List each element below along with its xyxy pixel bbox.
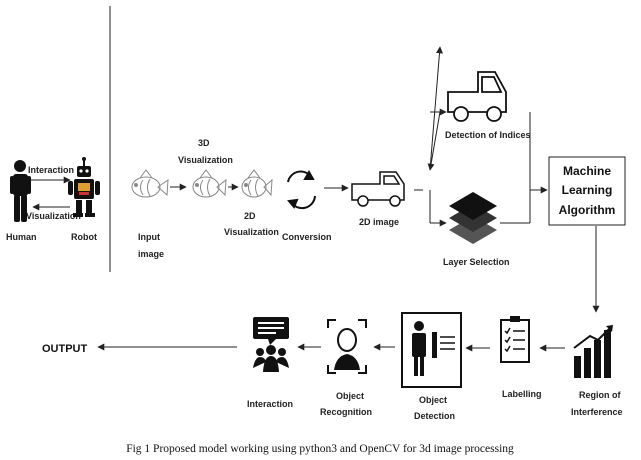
arrow-branch-up xyxy=(429,46,443,171)
object-recognition-label-1: Object xyxy=(336,391,364,401)
conversion-label: Conversion xyxy=(282,232,332,242)
machine-learning-box xyxy=(548,156,626,226)
input-image-fish-icon xyxy=(131,169,169,198)
interaction-bottom-label: Interaction xyxy=(247,399,293,409)
labelling-label: Labelling xyxy=(502,389,542,399)
object-detection-label-2: Detection xyxy=(414,411,455,421)
3d-viz-label-2: Visualization xyxy=(178,155,233,165)
layer-selection-icon xyxy=(449,192,497,244)
conversion-cycle-icon xyxy=(287,169,316,210)
object-detection-label-1: Object xyxy=(419,395,447,405)
detection-truck-icon xyxy=(447,71,507,122)
human-icon xyxy=(10,160,31,222)
object-recognition-icon xyxy=(327,319,367,374)
ml-label-1: Machine xyxy=(563,164,611,178)
ml-label-3: Algorithm xyxy=(559,203,616,217)
region-label-2: Interference xyxy=(571,407,623,417)
3d-visualization-fish-icon xyxy=(192,169,227,198)
object-recognition-label-2: Recognition xyxy=(320,407,372,417)
layer-selection-label: Layer Selection xyxy=(443,257,510,267)
arrow-branch-down xyxy=(427,111,441,171)
input-image-label-2: image xyxy=(138,249,164,259)
interaction-label: Interaction xyxy=(28,165,74,175)
input-image-label-1: Input xyxy=(138,232,160,242)
region-of-interference-icon xyxy=(573,325,613,378)
visualization-label: Visualization xyxy=(26,211,81,221)
robot-icon xyxy=(68,157,100,217)
human-label: Human xyxy=(6,232,37,242)
region-label-1: Region of xyxy=(579,390,621,400)
object-detection-icon xyxy=(401,312,462,388)
figure-caption: Fig 1 Proposed model working using pytho… xyxy=(126,443,514,455)
2d-image-truck-icon xyxy=(351,171,405,207)
2d-visualization-fish-icon xyxy=(241,169,273,198)
2d-viz-label-1: 2D xyxy=(244,211,256,221)
labelling-clipboard-icon xyxy=(500,316,530,363)
detection-of-indices-label: Detection of Indices xyxy=(445,130,531,140)
robot-label: Robot xyxy=(71,232,97,242)
3d-viz-label-1: 3D xyxy=(198,138,210,148)
ml-label-2: Learning xyxy=(562,183,613,197)
output-label: OUTPUT xyxy=(42,343,88,355)
2d-viz-label-2: Visualization xyxy=(224,227,279,237)
2d-image-label: 2D image xyxy=(359,217,399,227)
interaction-group-icon xyxy=(253,317,289,372)
